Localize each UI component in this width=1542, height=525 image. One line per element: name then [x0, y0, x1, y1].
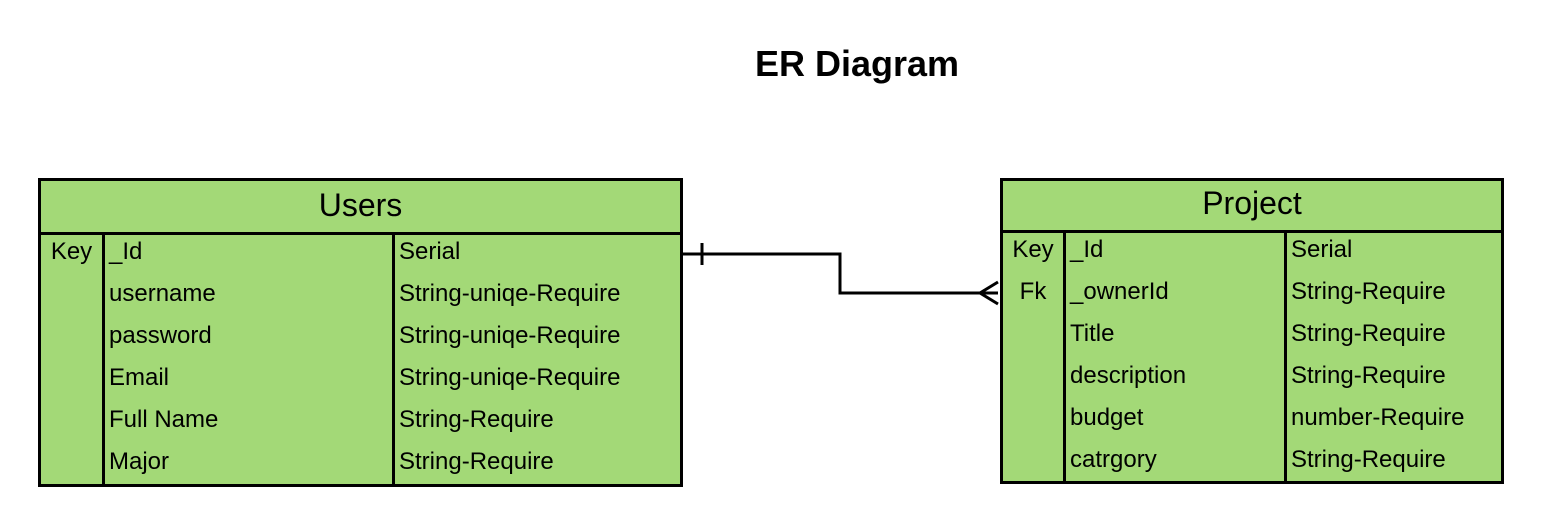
users-field-name: username	[109, 280, 216, 307]
entity-project-body: Key Fk _Id _ownerId Title description bu…	[1003, 233, 1501, 481]
diagram-title: ER Diagram	[754, 43, 960, 84]
entity-users[interactable]: Users Key _Id username password Email Fu…	[38, 178, 683, 487]
entity-users-body: Key _Id username password Email Full Nam…	[41, 235, 680, 484]
entity-project-header: Project	[1003, 181, 1501, 233]
users-field-name: Email	[109, 364, 170, 391]
project-field-name: catrgory	[1070, 446, 1157, 473]
project-field-type: String-Require	[1291, 320, 1446, 347]
users-field-name: Full Name	[109, 406, 219, 433]
project-field-name: budget	[1070, 404, 1144, 431]
entity-users-header: Users	[41, 181, 680, 235]
users-field-name: _Id	[109, 238, 143, 265]
project-field-name: description	[1070, 362, 1187, 389]
project-field-name: Title	[1070, 320, 1115, 347]
entity-project-type-column: Serial String-Require String-Require Str…	[1284, 233, 1501, 481]
users-field-name: password	[109, 322, 212, 349]
entity-users-key-column: Key	[41, 235, 102, 484]
project-field-type: String-Require	[1291, 278, 1446, 305]
project-field-type: Serial	[1291, 236, 1353, 263]
users-field-type: String-Require	[399, 448, 554, 475]
entity-project-name-column: _Id _ownerId Title description budget ca…	[1063, 233, 1284, 481]
project-field-type: String-Require	[1291, 446, 1446, 473]
relationship-line[interactable]	[683, 252, 998, 295]
project-key-cell: Fk	[1019, 278, 1047, 305]
project-field-name: _Id	[1070, 236, 1104, 263]
users-field-type: String-uniqe-Require	[399, 322, 621, 349]
entity-project[interactable]: Project Key Fk _Id _ownerId Title descri…	[1000, 178, 1504, 484]
users-field-type: String-Require	[399, 406, 554, 433]
entity-users-name-column: _Id username password Email Full Name Ma…	[102, 235, 392, 484]
project-field-type: String-Require	[1291, 362, 1446, 389]
users-field-name: Major	[109, 448, 170, 475]
users-key-cell: Key	[50, 238, 93, 265]
project-field-type: number-Require	[1291, 404, 1465, 431]
entity-project-key-column: Key Fk	[1003, 233, 1063, 481]
project-key-cell: Key	[1012, 236, 1054, 263]
users-field-type: Serial	[399, 238, 461, 265]
many-cardinality-mark	[977, 280, 999, 306]
project-field-name: _ownerId	[1070, 278, 1169, 305]
users-field-type: String-uniqe-Require	[399, 280, 621, 307]
entity-users-type-column: Serial String-uniqe-Require String-uniqe…	[392, 235, 680, 484]
users-field-type: String-uniqe-Require	[399, 364, 621, 391]
